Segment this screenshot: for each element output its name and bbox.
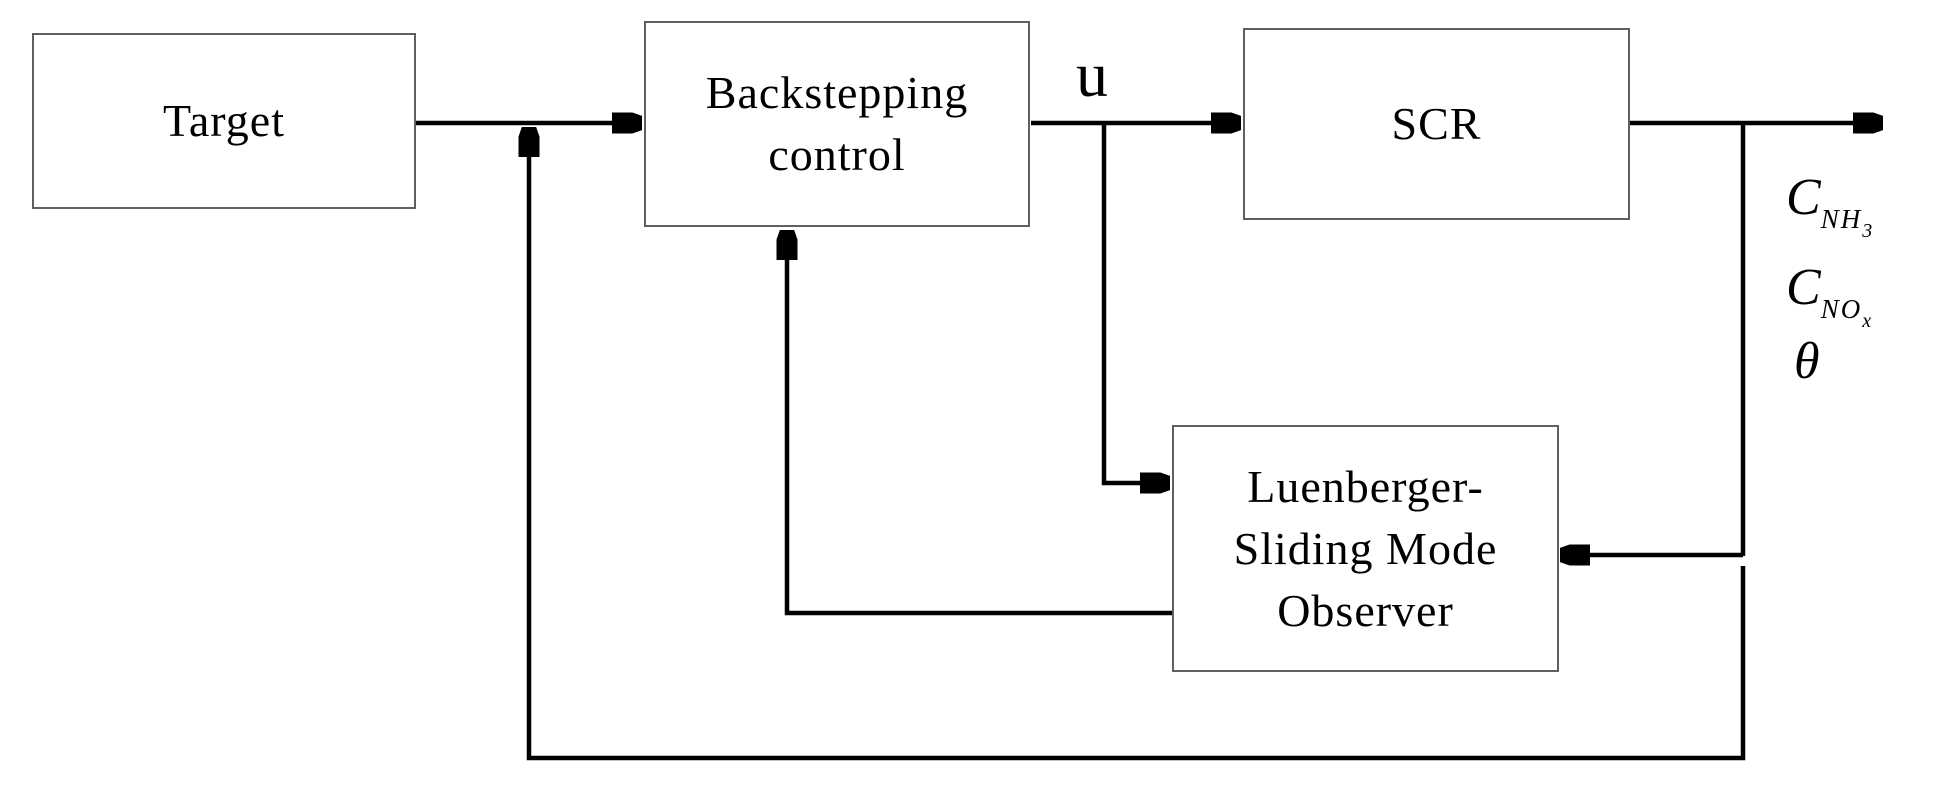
scr-box: SCR	[1243, 28, 1630, 220]
observer-box: Luenberger- Sliding Mode Observer	[1172, 425, 1559, 672]
control-signal-u-label: u	[1076, 39, 1108, 110]
connector-feedback-loop	[529, 127, 1746, 761]
scr-label: SCR	[1391, 98, 1482, 149]
cnh3-base: C	[1786, 169, 1821, 226]
connector-u-branch-to-observer	[1101, 123, 1170, 483]
target-box: Target	[32, 33, 416, 209]
output-cnh3-label: CNH3	[1786, 169, 1875, 242]
output-theta-label: θ	[1794, 333, 1820, 390]
cnh3-subsubscript: 3	[1862, 220, 1875, 242]
observer-label-line3: Observer	[1277, 584, 1454, 636]
target-label: Target	[163, 95, 285, 146]
backstepping-label-line2: control	[768, 129, 906, 180]
cnox-subsubscript: x	[1862, 310, 1874, 332]
connector-observer-to-controller	[787, 230, 1172, 616]
cnox-base: C	[1786, 259, 1821, 316]
backstepping-control-box: Backstepping control	[644, 21, 1030, 227]
cnox-subscript: NO	[1820, 294, 1863, 324]
observer-label-line2: Sliding Mode	[1233, 522, 1498, 574]
observer-label-line1: Luenberger-	[1247, 460, 1484, 512]
output-cnox-label: CNOx	[1786, 259, 1874, 332]
cnh3-subscript: NH	[1820, 204, 1863, 234]
backstepping-label-line1: Backstepping	[705, 67, 969, 118]
